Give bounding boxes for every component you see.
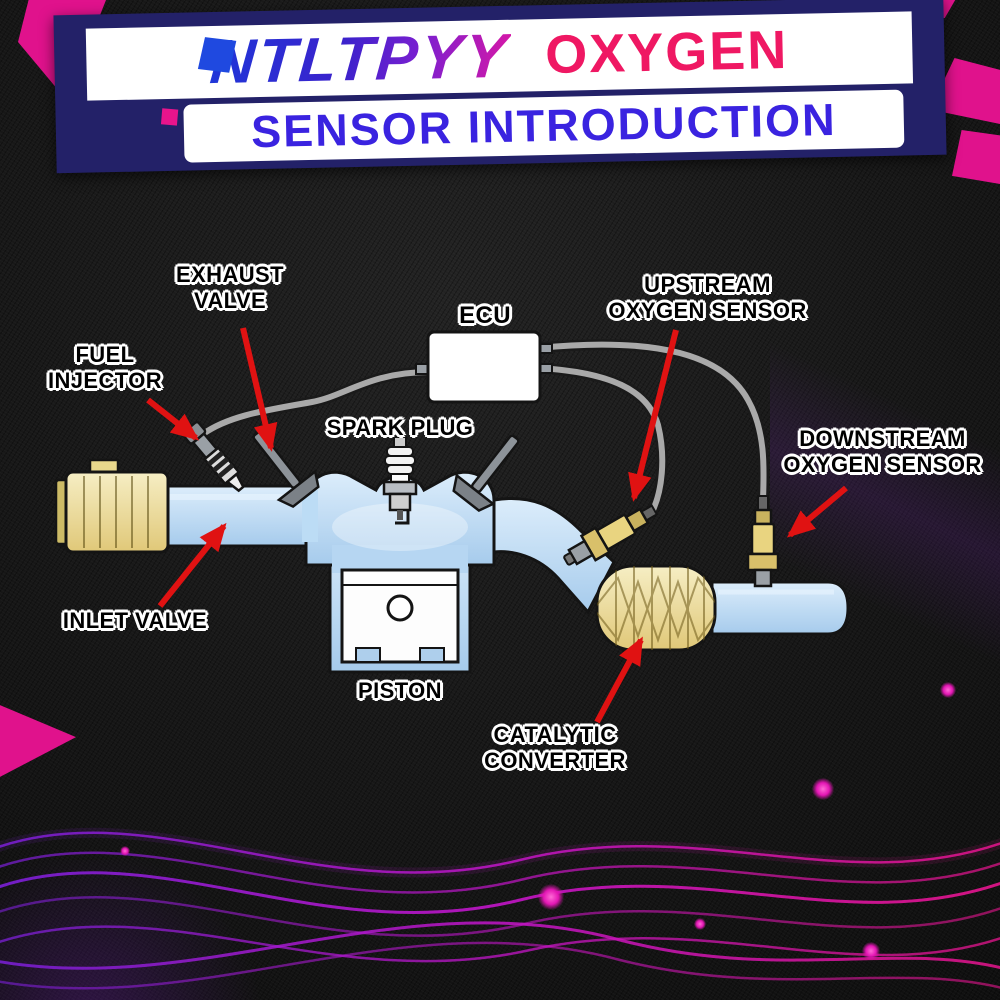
purple-streak-decoration (770, 270, 1000, 750)
label-piston: PISTON (358, 678, 442, 703)
downstream-oxygen-sensor (746, 495, 780, 588)
label-spark-plug: SPARK PLUG (326, 415, 474, 440)
tailpipe (710, 580, 850, 636)
pointer-arrows (146, 327, 848, 724)
glow-dot (940, 682, 956, 698)
arrow-catalytic-converter (594, 636, 644, 724)
fuel-injector (181, 420, 245, 493)
arrow-downstream-sensor (786, 485, 848, 538)
edge-accent-right-2 (952, 130, 1000, 184)
piston (340, 568, 460, 664)
inlet-valve (452, 434, 520, 513)
glow-dot (120, 846, 130, 856)
catalytic-converter (595, 564, 717, 652)
upstream-oxygen-sensor (563, 504, 659, 566)
arrow-fuel-injector (146, 397, 200, 441)
label-fuel-injector: FUEL INJECTOR (47, 342, 163, 393)
ecu-wiring (197, 339, 770, 518)
ecu-box (415, 330, 553, 404)
label-upstream-oxygen-sensor: UPSTREAM OXYGEN SENSOR (608, 272, 807, 323)
glow-dot (694, 918, 706, 930)
glow-dot (812, 778, 834, 800)
label-exhaust-valve: EXHAUST VALVE (176, 262, 284, 313)
glow-dot (538, 884, 564, 910)
label-downstream-oxygen-sensor: DOWNSTREAM OXYGEN SENSOR (783, 426, 982, 477)
label-inlet-valve: INLET VALVE (62, 608, 208, 633)
arrow-inlet-valve (157, 522, 227, 608)
wave-decoration (0, 827, 1000, 990)
glow-dot (862, 942, 880, 960)
label-ecu: ECU (459, 302, 511, 329)
label-catalytic-converter: CATALYTIC CONVERTER (484, 722, 626, 773)
spark-plug (382, 436, 418, 525)
airflow-sensor (54, 458, 170, 554)
arrow-upstream-sensor (628, 329, 679, 502)
arrow-exhaust-valve (240, 327, 278, 452)
